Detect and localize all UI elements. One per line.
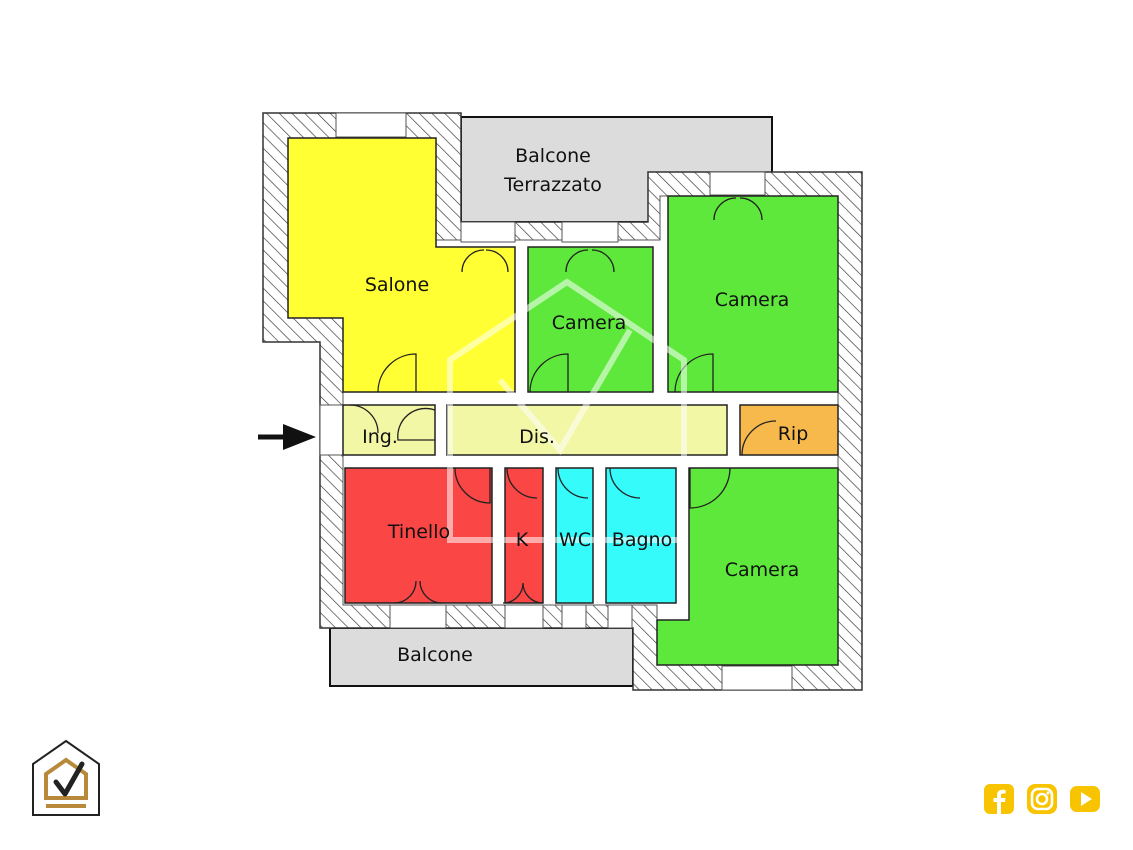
youtube-icon[interactable] bbox=[1069, 783, 1101, 815]
label-balcone-terrazzato-1: Balcone bbox=[515, 145, 591, 167]
door-swings bbox=[349, 197, 777, 604]
label-camera-middle: Camera bbox=[552, 312, 627, 334]
room-salone bbox=[287, 137, 516, 393]
room-tinello bbox=[344, 467, 493, 604]
room-ingresso bbox=[342, 404, 436, 456]
room-bagno bbox=[605, 467, 677, 604]
label-ingresso: Ing. bbox=[362, 426, 398, 448]
label-camera-bottom: Camera bbox=[725, 559, 800, 581]
label-tinello: Tinello bbox=[387, 521, 450, 543]
entrance-arrow-icon bbox=[258, 424, 316, 450]
instagram-icon[interactable] bbox=[1026, 783, 1058, 815]
room-camera-middle bbox=[527, 246, 654, 393]
label-disimpegno: Dis. bbox=[519, 426, 555, 448]
room-ripostiglio bbox=[739, 404, 839, 456]
watermark-logo bbox=[447, 278, 687, 543]
room-camera-bottom bbox=[656, 467, 839, 666]
room-kitchen bbox=[504, 467, 544, 604]
company-logo bbox=[32, 739, 100, 816]
windows bbox=[319, 112, 793, 691]
facebook-icon[interactable] bbox=[983, 783, 1015, 815]
room-camera-right bbox=[667, 195, 839, 393]
label-bagno: Bagno bbox=[612, 529, 672, 551]
label-kitchen: K bbox=[516, 529, 529, 551]
label-camera-right: Camera bbox=[715, 289, 790, 311]
label-balcone: Balcone bbox=[397, 644, 473, 666]
balcone-area bbox=[329, 627, 634, 687]
label-wc: WC bbox=[559, 529, 591, 551]
room-disimpegno bbox=[446, 404, 728, 456]
label-ripostiglio: Rip bbox=[778, 423, 809, 445]
room-wc bbox=[555, 467, 594, 604]
label-salone: Salone bbox=[365, 274, 429, 296]
label-balcone-terrazzato-2: Terrazzato bbox=[503, 174, 602, 196]
